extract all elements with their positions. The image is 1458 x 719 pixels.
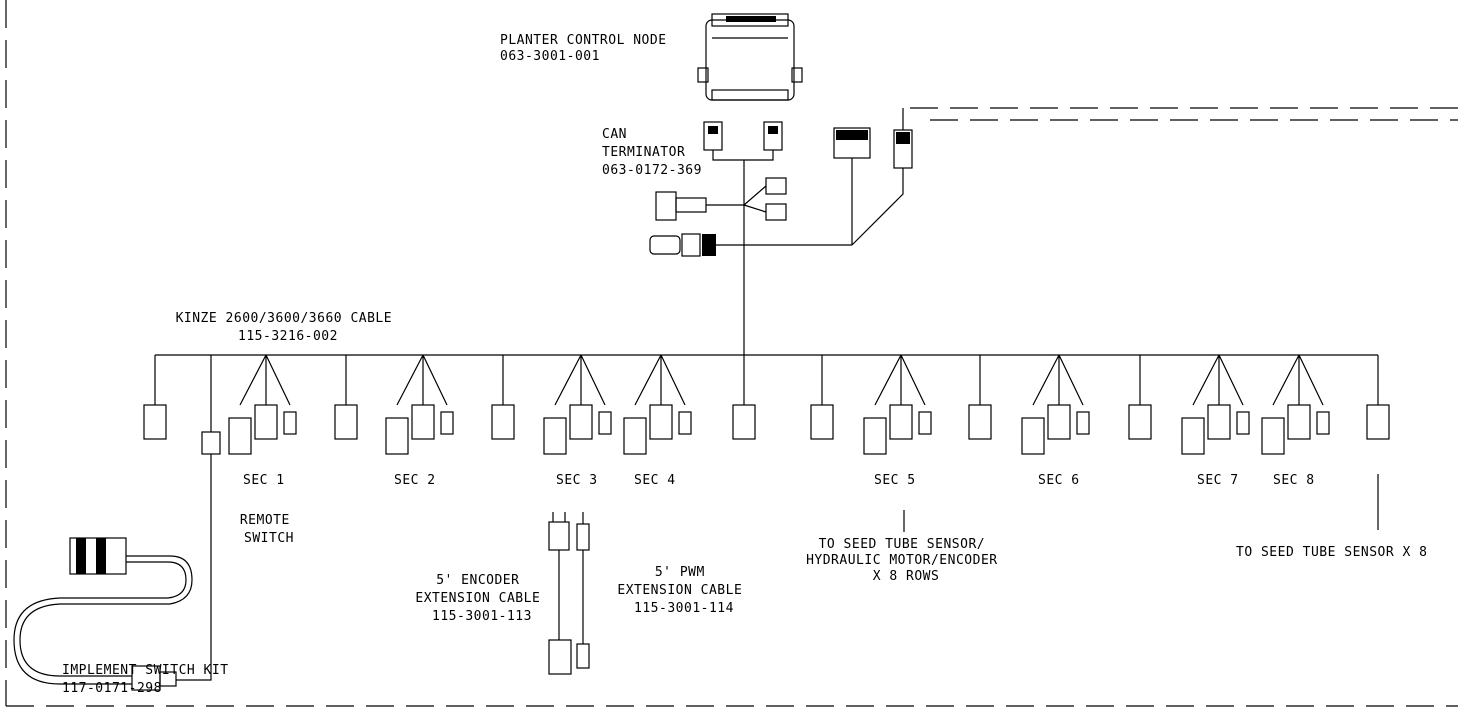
power-connectors <box>655 177 787 221</box>
extension-cables <box>548 512 590 675</box>
section-label-1: SEC 1 <box>243 473 285 488</box>
section-label-7: SEC 7 <box>1197 473 1239 488</box>
circular-connector <box>649 233 852 257</box>
implement-switch-kit <box>13 454 212 691</box>
seed-tube-motor-label: TO SEED TUBE SENSOR/ HYDRAULIC MOTOR/ENC… <box>806 537 1006 584</box>
pwm-extension-label: 5' PWM EXTENSION CABLE 115-3001-114 <box>617 565 750 616</box>
can-terminator-right <box>763 121 783 151</box>
section-label-3: SEC 3 <box>556 473 598 488</box>
control-node-label: PLANTER CONTROL NODE 063-3001-001 <box>500 33 675 64</box>
seed-tube-x8-label: TO SEED TUBE SENSOR X 8 <box>1236 545 1428 560</box>
switch-kit-label: IMPLEMENT SWITCH KIT 117-0171-298 <box>62 663 237 696</box>
section-label-6: SEC 6 <box>1038 473 1080 488</box>
section-label-5: SEC 5 <box>874 473 916 488</box>
remote-switch-label: REMOTE SWITCH <box>240 513 298 546</box>
control-node <box>697 13 803 101</box>
section-label-8: SEC 8 <box>1273 473 1315 488</box>
harness-connector-a <box>833 127 871 159</box>
section-label-4: SEC 4 <box>634 473 676 488</box>
can-terminator-left <box>703 121 723 151</box>
main-cable-label: KINZE 2600/3600/3660 CABLE 115-3216-002 <box>176 311 401 344</box>
encoder-extension-label: 5' ENCODER EXTENSION CABLE 115-3001-113 <box>415 573 548 624</box>
section-label-2: SEC 2 <box>394 473 436 488</box>
drop-connectors <box>143 354 1390 455</box>
harness-connector-b <box>893 129 913 169</box>
leader-lines <box>903 474 1379 532</box>
terminator-label: CAN TERMINATOR 063-0172-369 <box>602 127 702 178</box>
